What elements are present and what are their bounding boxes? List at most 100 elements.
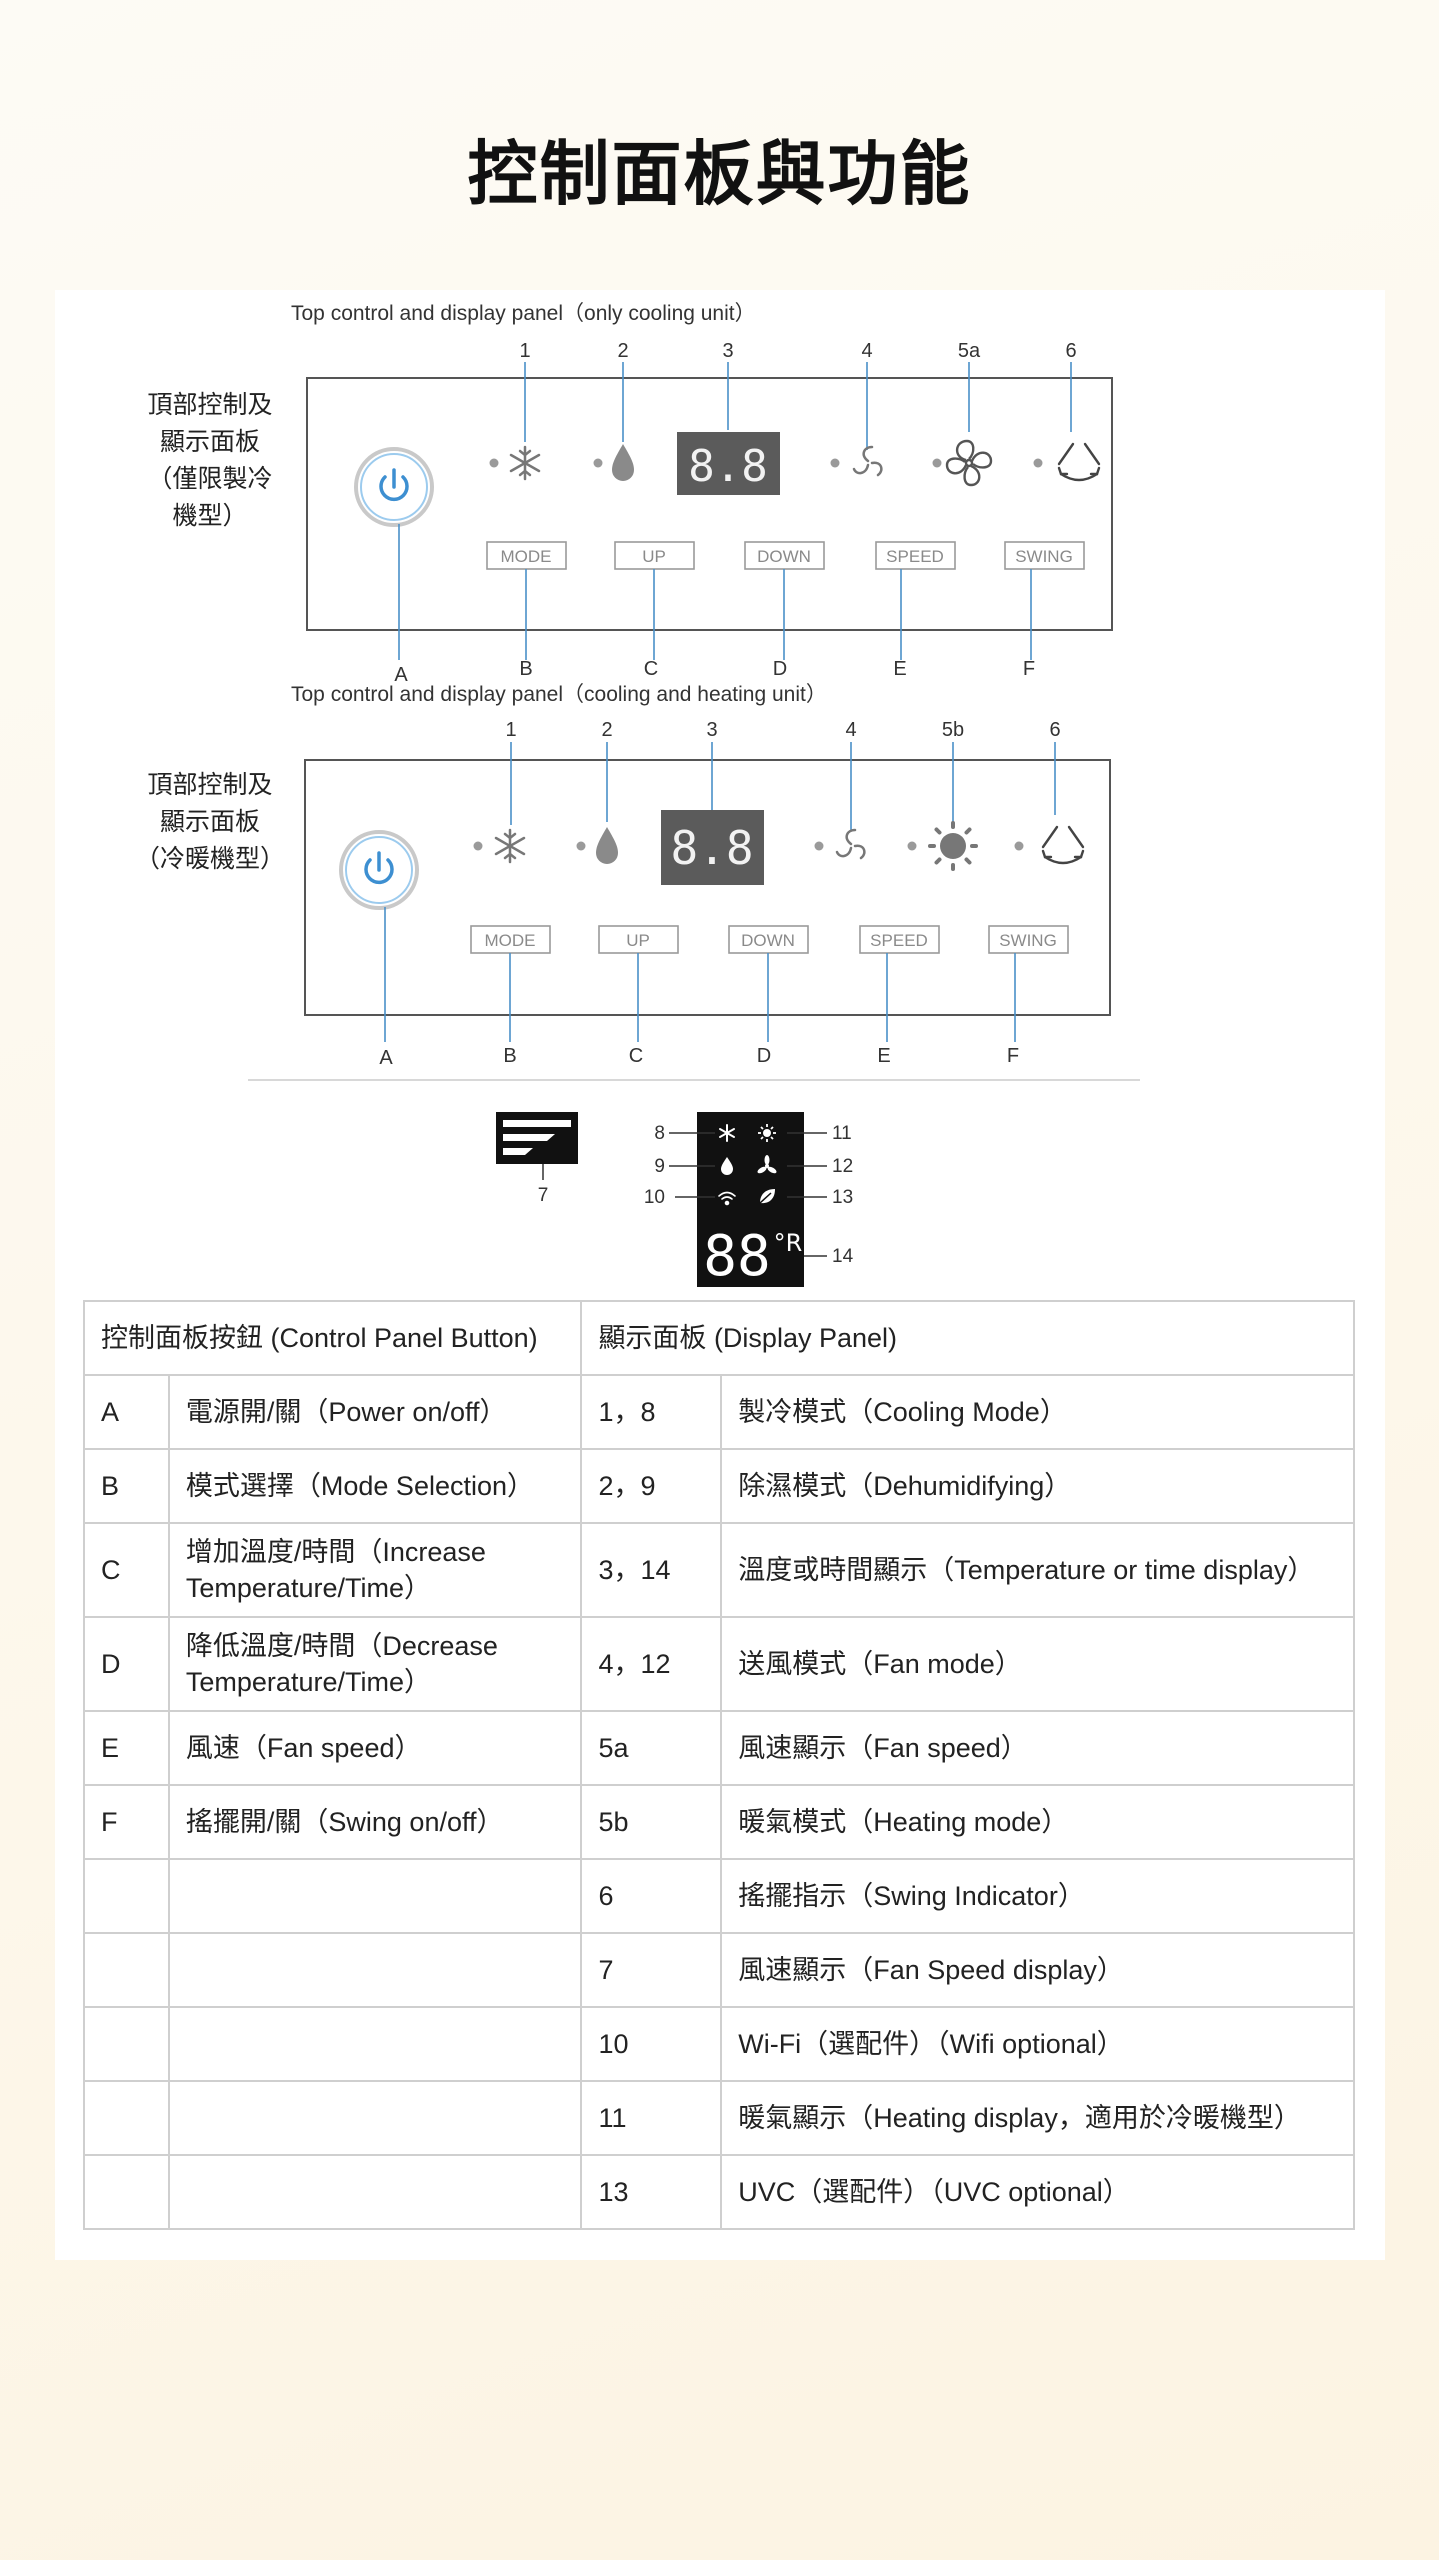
cooling-power-button[interactable] xyxy=(354,447,434,527)
row-number-cell: 1，8 xyxy=(580,1374,723,1450)
manual-sheet: 頂部控制及 顯示面板 （僅限製冷 機型） 頂部控制及 顯示面板 （冷暖機型） T… xyxy=(55,290,1385,2260)
swing-icon xyxy=(1041,825,1085,865)
heating-letter-e: E xyxy=(877,1045,890,1067)
row-key-cell: E xyxy=(83,1710,170,1786)
heating-number-5b: 5b xyxy=(942,719,964,741)
row-key-cell: A xyxy=(83,1374,170,1450)
cooling-bottom-lead-lines xyxy=(398,524,1032,660)
display-leaf-icon xyxy=(759,1189,775,1204)
function-table: 控制面板按鈕 (Control Panel Button) 顯示面板 (Disp… xyxy=(82,1300,1355,2230)
heating-down-button-label: DOWN xyxy=(741,931,795,950)
heating-up-button[interactable] xyxy=(598,925,679,954)
heating-swing-button[interactable] xyxy=(988,925,1069,954)
water-drop-icon xyxy=(596,827,618,864)
display-snowflake-icon xyxy=(719,1124,735,1142)
row-key-cell: C xyxy=(83,1522,170,1618)
heating-number-2: 2 xyxy=(601,719,612,741)
row-display-cell: Wi-Fi（選配件）（Wifi optional） xyxy=(720,2006,1355,2082)
cooling-number-1: 1 xyxy=(519,340,530,362)
heating-indicator-dots xyxy=(473,841,1024,851)
heating-number-3: 3 xyxy=(706,719,717,741)
display-number-8: 8 xyxy=(654,1123,665,1144)
row-button-cell: 增加溫度/時間（Increase Temperature/Time） xyxy=(167,1522,583,1618)
cooling-letter-d: D xyxy=(773,658,787,680)
power-icon xyxy=(379,468,409,502)
display-drop-icon xyxy=(721,1157,733,1175)
heating-bottom-lead-lines xyxy=(384,907,1016,1042)
cooling-letter-b: B xyxy=(519,658,532,680)
row-key-cell: F xyxy=(83,1784,170,1860)
cooling-up-button-label: UP xyxy=(642,547,666,566)
fan-speed-bar-graphic xyxy=(496,1112,578,1164)
cooling-swing-button[interactable] xyxy=(1004,541,1085,570)
heating-speed-button[interactable] xyxy=(859,925,940,954)
heating-power-button[interactable] xyxy=(339,830,419,910)
cooling-mode-button[interactable] xyxy=(486,541,567,570)
row-display-cell: 溫度或時間顯示（Temperature or time display） xyxy=(720,1522,1355,1618)
snowflake-icon xyxy=(494,828,526,864)
row-display-cell: 暖氣顯示（Heating display，適用於冷暖機型） xyxy=(720,2080,1355,2156)
cooling-top-lead-lines xyxy=(524,362,1072,450)
heating-letter-f: F xyxy=(1007,1045,1019,1067)
cooling-display-digits: 8.8 xyxy=(688,441,767,492)
cooling-number-3: 3 xyxy=(722,340,733,362)
row-number-cell: 4，12 xyxy=(580,1616,723,1712)
fan-bar-label-7: 7 xyxy=(538,1185,549,1206)
heating-panel-caption: Top control and display panel（cooling an… xyxy=(291,683,827,706)
heating-swing-button-label: SWING xyxy=(999,931,1057,950)
display-detail-digits: 88 xyxy=(703,1224,770,1289)
row-key-cell xyxy=(83,1858,170,1934)
row-key-cell: D xyxy=(83,1616,170,1712)
fan-speed-icon xyxy=(945,439,993,487)
heating-letter-d: D xyxy=(757,1045,771,1067)
display-right-lead-lines xyxy=(787,1132,827,1257)
row-key-cell xyxy=(83,1932,170,2008)
row-button-cell xyxy=(167,1858,583,1934)
cooling-letter-e: E xyxy=(893,658,906,680)
sun-icon xyxy=(928,821,978,871)
cooling-speed-button[interactable] xyxy=(875,541,956,570)
heating-down-button[interactable] xyxy=(728,925,809,954)
row-button-cell: 模式選擇（Mode Selection） xyxy=(167,1448,583,1524)
cooling-letter-f: F xyxy=(1023,658,1035,680)
row-button-cell: 搖擺開/關（Swing on/off） xyxy=(167,1784,583,1860)
fan-icon xyxy=(835,828,866,860)
heating-number-4: 4 xyxy=(845,719,856,741)
display-number-10: 10 xyxy=(644,1187,665,1208)
display-left-lead-lines xyxy=(669,1132,715,1198)
display-number-11: 11 xyxy=(832,1123,852,1144)
swing-icon xyxy=(1057,442,1101,482)
display-detail-screen xyxy=(697,1112,804,1287)
row-number-cell: 2，9 xyxy=(580,1448,723,1524)
display-detail-unit: °R xyxy=(774,1229,803,1257)
row-button-cell: 降低溫度/時間（Decrease Temperature/Time） xyxy=(167,1616,583,1712)
row-number-cell: 10 xyxy=(580,2006,723,2082)
heating-letter-c: C xyxy=(629,1045,643,1067)
row-button-cell xyxy=(167,2154,583,2230)
display-number-14: 14 xyxy=(832,1246,854,1267)
cooling-indicator-dots xyxy=(489,458,1043,468)
cooling-up-button[interactable] xyxy=(614,541,695,570)
row-display-cell: 暖氣模式（Heating mode） xyxy=(720,1784,1355,1860)
row-key-cell xyxy=(83,2154,170,2230)
row-button-cell xyxy=(167,1932,583,2008)
row-number-cell: 6 xyxy=(580,1858,723,1934)
heating-speed-button-label: SPEED xyxy=(870,931,928,950)
row-button-cell: 電源開/關（Power on/off） xyxy=(167,1374,583,1450)
cooling-letter-c: C xyxy=(644,658,658,680)
cooling-down-button-label: DOWN xyxy=(757,547,811,566)
row-button-cell xyxy=(167,2006,583,2082)
cooling-number-4: 4 xyxy=(861,340,872,362)
water-drop-icon xyxy=(612,444,634,481)
heating-up-button-label: UP xyxy=(626,931,650,950)
row-number-cell: 5b xyxy=(580,1784,723,1860)
display-fan-icon xyxy=(757,1155,777,1174)
display-number-13: 13 xyxy=(832,1187,853,1208)
